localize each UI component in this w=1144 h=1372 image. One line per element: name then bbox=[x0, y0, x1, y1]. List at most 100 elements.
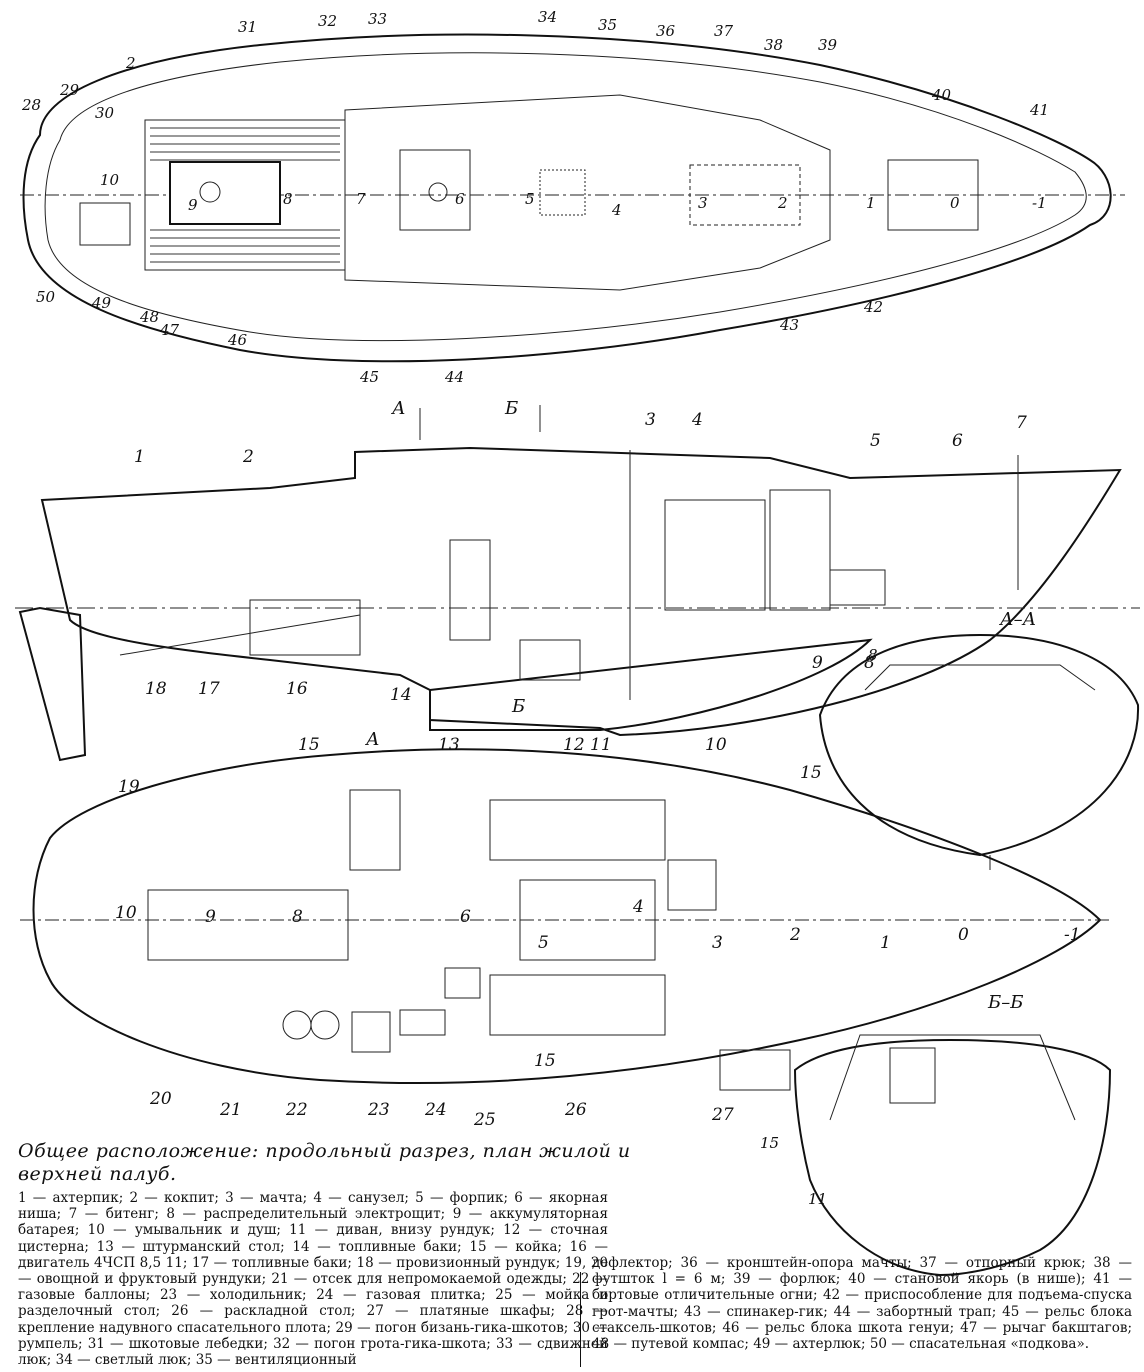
skylight-hatch bbox=[539, 169, 586, 216]
profile-label: 9 bbox=[812, 653, 823, 673]
wardrobe bbox=[719, 1049, 791, 1091]
accommodation-plan bbox=[20, 748, 1110, 1091]
deck-label: 30 bbox=[95, 104, 115, 122]
plan-label: 22 bbox=[285, 1100, 308, 1120]
sump-tank bbox=[519, 639, 581, 681]
deck-label: 47 bbox=[159, 321, 180, 339]
deck-plan-labels: 2 28 29 30 31 32 33 34 35 36 37 38 39 40… bbox=[21, 8, 1049, 386]
plan-label: 13 bbox=[438, 735, 460, 755]
section-b-b-cabin bbox=[829, 1034, 1076, 1121]
plan-label: 23 bbox=[367, 1100, 390, 1120]
engine-compartment bbox=[147, 889, 349, 961]
plan-label: 2 bbox=[789, 925, 801, 945]
deck-label: 34 bbox=[538, 8, 557, 26]
cut-label-b-bottom: Б bbox=[511, 696, 525, 717]
deck-plan bbox=[20, 33, 1125, 363]
deck-label: 48 bbox=[139, 308, 159, 326]
plan-label: 5 bbox=[538, 933, 549, 953]
section-b-b-label: 15 bbox=[760, 1134, 779, 1152]
deck-label: 32 bbox=[318, 12, 337, 30]
deck-label: 41 bbox=[1029, 101, 1049, 119]
winch-symbol bbox=[428, 182, 448, 202]
deck-label: 2 bbox=[125, 54, 136, 72]
propeller-shaft bbox=[119, 614, 361, 656]
plan-label: 25 bbox=[473, 1110, 496, 1130]
cut-label-a: А bbox=[390, 398, 406, 419]
plan-label: 21 bbox=[219, 1100, 242, 1120]
section-a-a-label: 8 bbox=[868, 646, 878, 664]
cut-label-a-bottom: А bbox=[364, 729, 380, 750]
plan-label: 11 bbox=[590, 735, 612, 755]
deck-label: 1 bbox=[866, 194, 876, 212]
section-b-b-title: Б–Б bbox=[987, 992, 1023, 1013]
profile-label: 2 bbox=[242, 447, 254, 467]
rudder bbox=[18, 606, 87, 762]
profile-label: 14 bbox=[390, 685, 412, 705]
keel bbox=[429, 638, 873, 731]
section-a-a: А–А 8 bbox=[818, 609, 1140, 870]
deck-label: 4 bbox=[611, 201, 622, 219]
chart-table bbox=[349, 789, 401, 871]
refrigerator bbox=[351, 1011, 391, 1053]
plan-label: -1 bbox=[1064, 925, 1081, 945]
plan-label: 1 bbox=[880, 933, 891, 953]
deck-label: 50 bbox=[36, 288, 56, 306]
profile-label: 8 bbox=[864, 653, 875, 673]
profile-label: 3 bbox=[645, 410, 656, 430]
plan-label: 15 bbox=[298, 735, 320, 755]
deck-label: -1 bbox=[1032, 194, 1047, 212]
cockpit-grating bbox=[150, 127, 340, 263]
longitudinal-section bbox=[15, 405, 1140, 762]
deck-label: 33 bbox=[368, 10, 387, 28]
section-b-b-outline bbox=[793, 1038, 1112, 1277]
profile-label: 17 bbox=[198, 679, 220, 699]
cockpit-well bbox=[169, 161, 281, 225]
section-cut-labels: А Б Б А bbox=[364, 398, 525, 750]
figure-caption: Общее расположение: продольный разрез, п… bbox=[18, 1140, 631, 1185]
plan-label: 10 bbox=[705, 735, 727, 755]
deck-label: 35 bbox=[598, 16, 617, 34]
deck-label: 9 bbox=[188, 196, 198, 214]
profile-hull-outline bbox=[40, 446, 1122, 737]
deck-label: 28 bbox=[21, 96, 41, 114]
plan-label: 19 bbox=[118, 777, 140, 797]
deck-label: 39 bbox=[818, 36, 838, 54]
deck-label: 5 bbox=[525, 190, 535, 208]
plan-label: 20 bbox=[149, 1089, 172, 1109]
plan-label: 26 bbox=[564, 1100, 587, 1120]
deck-label: 42 bbox=[863, 298, 883, 316]
deck-label: 7 bbox=[356, 190, 366, 208]
plan-label: 3 bbox=[712, 933, 723, 953]
section-a-a-cabin bbox=[864, 664, 1096, 691]
deck-label: 29 bbox=[59, 81, 80, 99]
profile-label: 4 bbox=[691, 410, 703, 430]
profile-label: 12 bbox=[563, 735, 585, 755]
galley-cabinets bbox=[449, 539, 491, 641]
deck-label: 37 bbox=[714, 22, 734, 40]
legend-left-column: 1 — ахтерпик; 2 — кокпит; 3 — мачта; 4 —… bbox=[18, 1190, 608, 1369]
legend-right-column: дефлектор; 36 — кронштейн-опора мачты; 3… bbox=[592, 1255, 1132, 1353]
deck-label: 46 bbox=[227, 331, 248, 349]
deck-label: 31 bbox=[238, 18, 257, 36]
compass-symbol bbox=[199, 181, 221, 203]
section-b-b-label: 11 bbox=[808, 1190, 827, 1208]
section-a-a-outline bbox=[818, 633, 1140, 857]
plan-label: 9 bbox=[205, 907, 216, 927]
legend-divider bbox=[580, 1272, 581, 1367]
profile-labels: 1 2 3 4 5 6 7 8 9 12 14 16 17 18 bbox=[134, 410, 1027, 755]
battery bbox=[829, 569, 886, 606]
deck-label: 45 bbox=[359, 368, 379, 386]
plan-label: 8 bbox=[292, 907, 303, 927]
profile-label: 16 bbox=[286, 679, 308, 699]
profile-label: 18 bbox=[145, 679, 167, 699]
plan-label: 15 bbox=[800, 763, 822, 783]
profile-label: 5 bbox=[870, 431, 881, 451]
plan-label: 15 bbox=[534, 1051, 556, 1071]
section-a-a-title: А–А bbox=[998, 609, 1036, 630]
deck-label: 40 bbox=[931, 86, 952, 104]
deck-label: 43 bbox=[779, 316, 799, 334]
deck-hull-outline bbox=[22, 33, 1112, 363]
deck-label: 10 bbox=[100, 171, 120, 189]
plan-labels: 19 15 13 11 10 15 9 8 6 5 4 3 2 1 0 10 2… bbox=[115, 735, 1081, 1130]
